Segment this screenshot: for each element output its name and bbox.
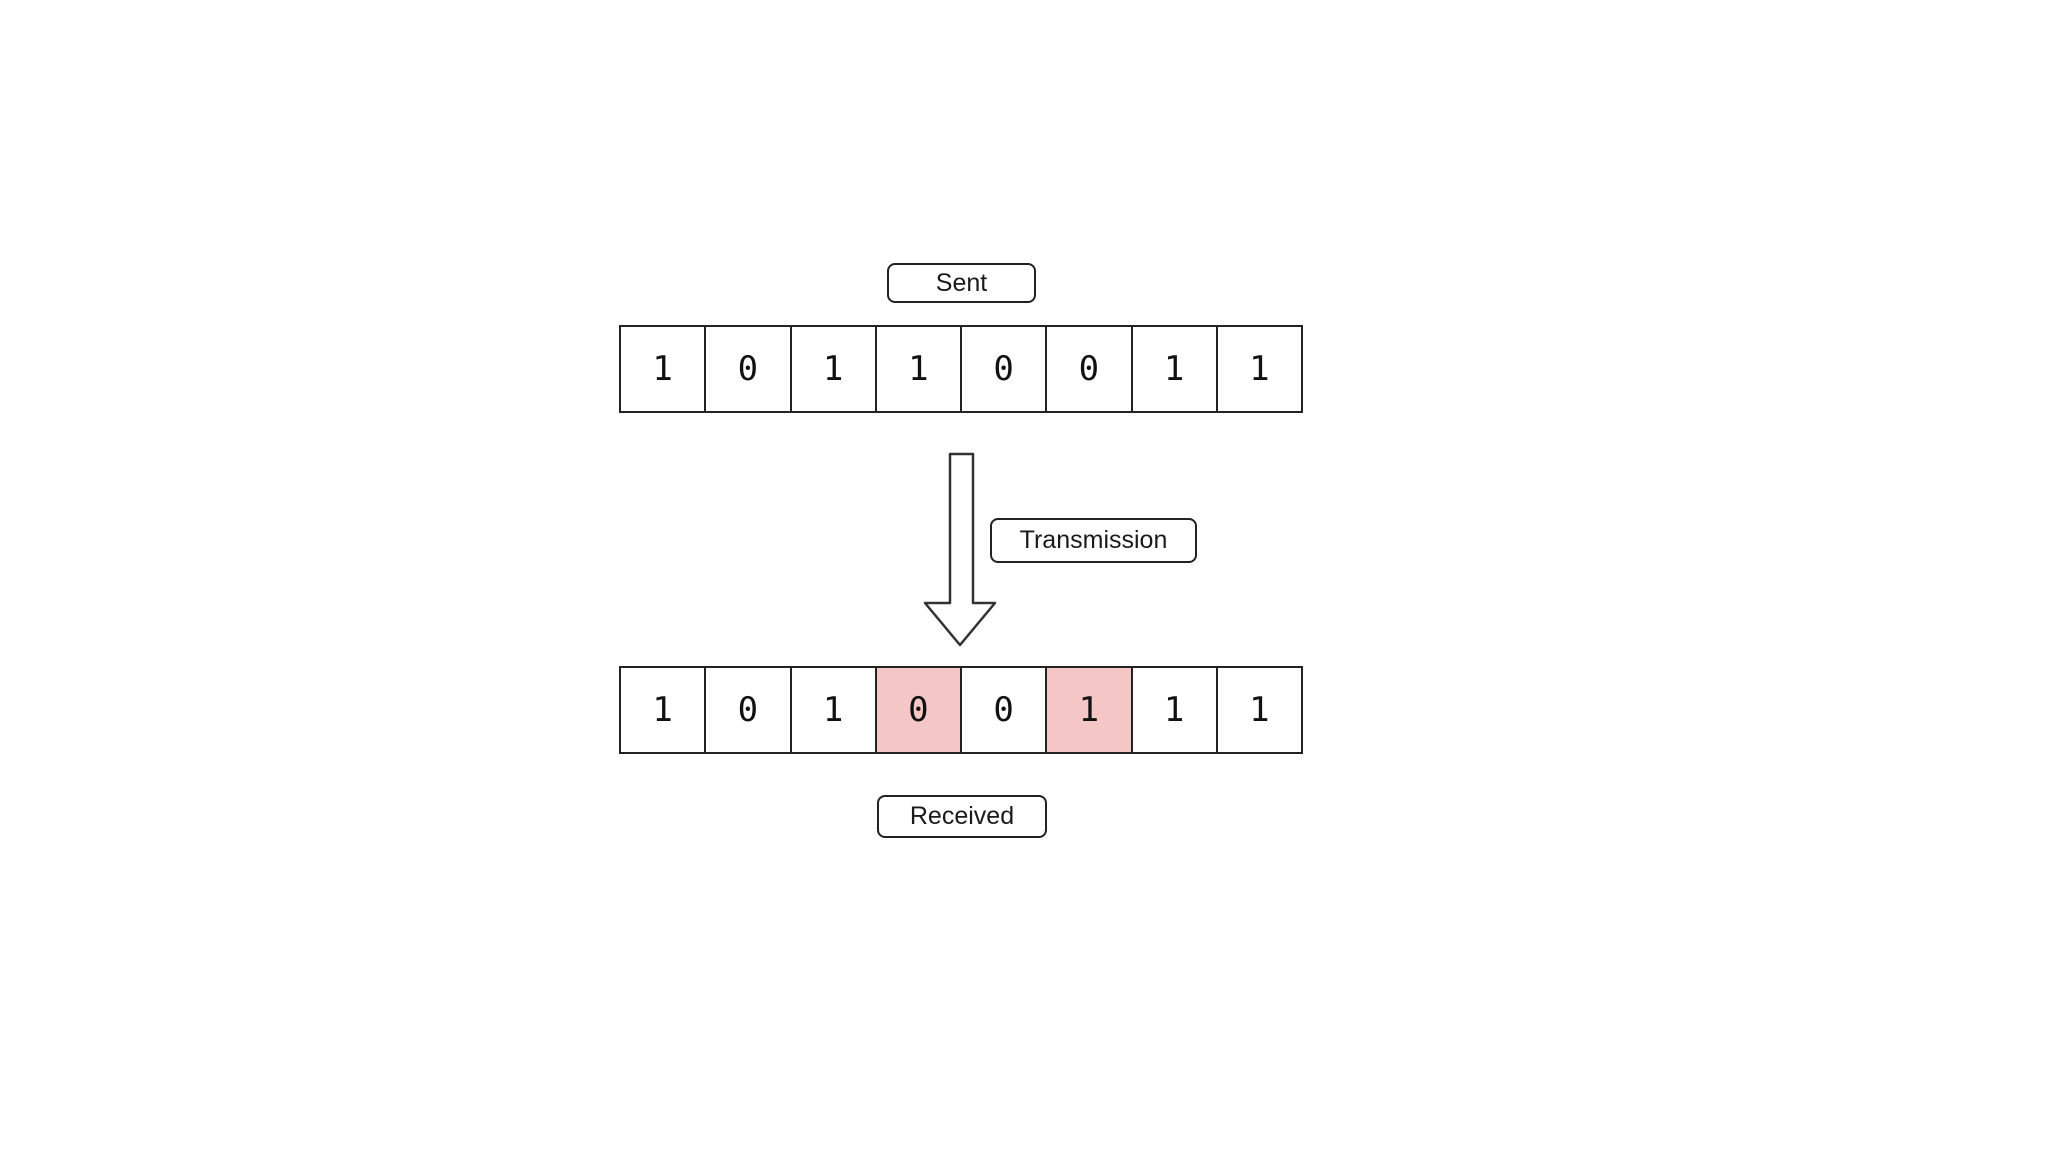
bit-cell: 1 xyxy=(789,668,875,752)
bit-cell: 0 xyxy=(960,327,1046,411)
bit-cell: 0 xyxy=(960,668,1046,752)
bit-cell: 0 xyxy=(1045,327,1131,411)
bit-cell: 0 xyxy=(704,668,790,752)
bit-cell: 1 xyxy=(1215,327,1301,411)
bit-cell-changed: 0 xyxy=(874,668,960,752)
bit-cell-changed: 1 xyxy=(1045,668,1131,752)
bit-cell: 1 xyxy=(1130,327,1216,411)
bit-cell: 1 xyxy=(621,668,705,752)
bit-cell: 1 xyxy=(1130,668,1216,752)
bit-cell: 1 xyxy=(874,327,960,411)
down-arrow-icon xyxy=(923,452,997,647)
sent-label: Sent xyxy=(887,263,1036,303)
bit-cell: 1 xyxy=(789,327,875,411)
bit-cell: 1 xyxy=(621,327,705,411)
transmission-label: Transmission xyxy=(990,518,1197,563)
bit-cell: 0 xyxy=(704,327,790,411)
received-label: Received xyxy=(877,795,1047,838)
bit-cell: 1 xyxy=(1215,668,1301,752)
